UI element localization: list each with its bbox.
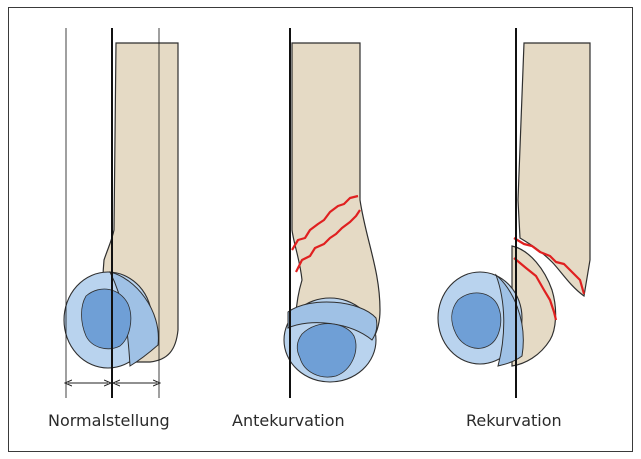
caption-antekurvation: Antekurvation [232,411,345,430]
panel-antekurvation [284,28,380,398]
panel-rekurvation [438,28,590,398]
condyle-inner [82,289,131,349]
caption-normalstellung: Normalstellung [48,411,170,430]
panel-normalstellung [64,28,178,398]
caption-rekurvation: Rekurvation [466,411,562,430]
